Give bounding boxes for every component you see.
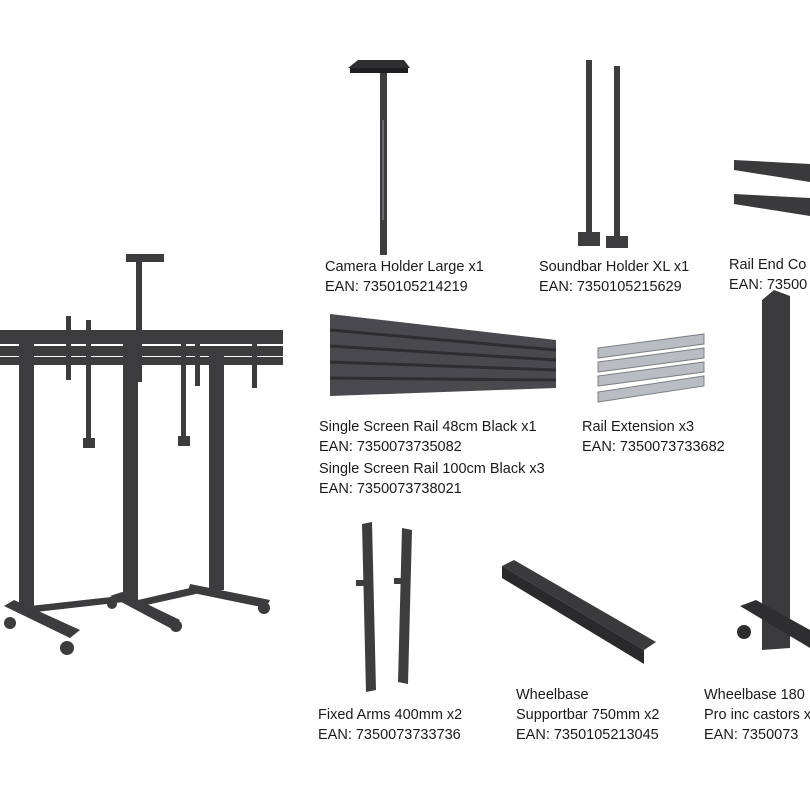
product-label-screen-rail-48: Single Screen Rail 48cm Black x1 EAN: 73… xyxy=(319,417,537,457)
product-label-camera-holder: Camera Holder Large x1 EAN: 735010521421… xyxy=(325,257,484,297)
product-name-line1: Wheelbase xyxy=(516,687,589,703)
product-label-soundbar-holder: Soundbar Holder XL x1 EAN: 7350105215629 xyxy=(539,257,689,297)
product-ean: EAN: 7350073733736 xyxy=(318,727,461,743)
product-ean: EAN: 7350073733682 xyxy=(582,439,725,455)
product-ean: EAN: 7350073738021 xyxy=(319,481,462,497)
product-name: Single Screen Rail 48cm Black x1 xyxy=(319,419,537,435)
product-name: Single Screen Rail 100cm Black x3 xyxy=(319,461,545,477)
product-label-wheelbase: Wheelbase 180 Pro inc castors x EAN: 735… xyxy=(704,685,810,745)
product-label-fixed-arms: Fixed Arms 400mm x2 EAN: 7350073733736 xyxy=(318,705,462,745)
product-name: Rail Extension x3 xyxy=(582,419,695,435)
product-label-rail-extension: Rail Extension x3 EAN: 7350073733682 xyxy=(582,417,725,457)
product-name: Soundbar Holder XL x1 xyxy=(539,259,690,275)
product-name-line2: Supportbar 750mm x2 xyxy=(516,707,660,723)
product-label-support-bar: Wheelbase Supportbar 750mm x2 EAN: 73501… xyxy=(516,685,659,745)
product-name-line2: Pro inc castors x xyxy=(704,707,810,723)
product-name: Fixed Arms 400mm x2 xyxy=(318,707,463,723)
product-label-rail-end-cover: Rail End Co EAN: 73500 xyxy=(729,255,807,295)
product-name: Rail End Co xyxy=(729,257,807,273)
product-ean: EAN: 7350073 xyxy=(704,727,799,743)
product-ean: EAN: 7350105214219 xyxy=(325,279,468,295)
product-ean: EAN: 7350105213045 xyxy=(516,727,659,743)
product-label-screen-rail-100: Single Screen Rail 100cm Black x3 EAN: 7… xyxy=(319,459,545,499)
product-ean: EAN: 73500 xyxy=(729,277,808,293)
product-name-line1: Wheelbase 180 xyxy=(704,687,805,703)
product-name: Camera Holder Large x1 xyxy=(325,259,484,275)
product-ean: EAN: 7350073735082 xyxy=(319,439,462,455)
product-ean: EAN: 7350105215629 xyxy=(539,279,682,295)
